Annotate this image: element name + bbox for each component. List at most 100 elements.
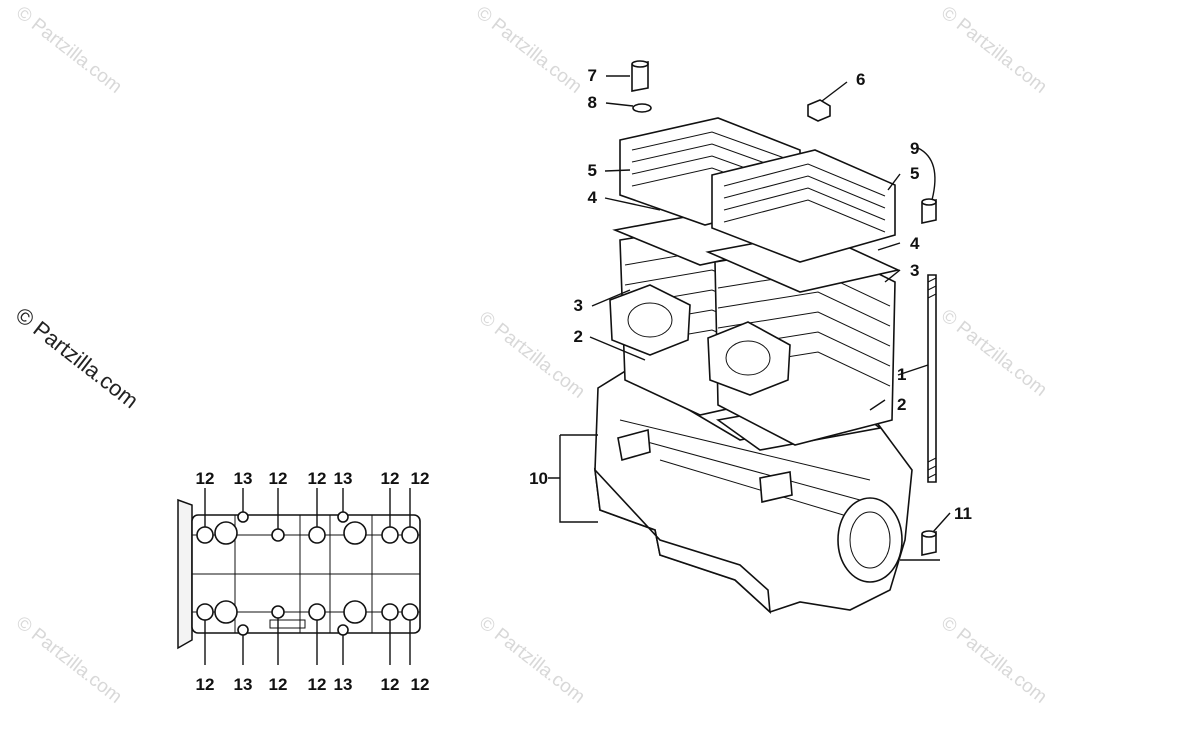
crankcase-main-bearing: [837, 497, 903, 583]
exhaust-port-rear: [609, 284, 691, 356]
leader-8: [605, 102, 634, 107]
cylinder-head-front: [711, 149, 896, 263]
callout-7: 7: [588, 66, 597, 85]
watermark-group: © Partzilla.com © Partzilla.com © Partzi…: [11, 2, 1051, 707]
plug-adapter-top: [631, 60, 649, 68]
crankcase-lower-face: [593, 467, 771, 614]
callout-4a: 4: [588, 188, 598, 207]
crankcase-bolt-pattern: 12 13 12 12 13 12 12 12 13 12 12 13 12 1…: [177, 469, 430, 694]
watermark-top-right: © Partzilla.com: [937, 2, 1051, 97]
bolt-label-top-1: 12: [196, 469, 215, 488]
bolt-label-bottom-6: 12: [381, 675, 400, 694]
watermark-bottom-center: © Partzilla.com: [475, 612, 589, 707]
bolt-label-bottom-2: 13: [234, 675, 253, 694]
bolt-label-top-7: 12: [411, 469, 430, 488]
watermark-middle-right: © Partzilla.com: [937, 305, 1051, 400]
stud-bottom-a: [237, 624, 249, 636]
callout-5b: 5: [910, 164, 919, 183]
watermark-main: © Partzilla.com: [11, 302, 143, 413]
leader-2b: [869, 399, 886, 411]
bolt-13-bottom-2: [343, 600, 367, 624]
exhaust-port-front: [707, 321, 791, 396]
head-rear-fins: [631, 131, 791, 197]
crankcase-stud-boss-right: [759, 471, 793, 503]
head-front-fins: [723, 163, 886, 233]
leader-2a: [589, 336, 646, 361]
bearing-bore: [849, 511, 891, 569]
watermark-top-center: © Partzilla.com: [472, 2, 586, 97]
bottom-leader-lines: [204, 618, 411, 665]
watermark-middle-center: © Partzilla.com: [475, 307, 589, 402]
callout-5a: 5: [588, 161, 597, 180]
bolt-label-top-6: 12: [381, 469, 400, 488]
dowel-pin-top: [921, 198, 937, 206]
bolt-13-top-2: [343, 521, 367, 545]
bolt-12-bottom-1: [196, 603, 214, 621]
stud-threads: [927, 277, 937, 479]
watermark-top-left: © Partzilla.com: [12, 2, 126, 97]
flange-left-edge: [177, 498, 193, 650]
bolt-label-bottom-1: 12: [196, 675, 215, 694]
plug-washer: [632, 103, 652, 113]
crankcase-ribs: [619, 419, 871, 521]
web-lines: [234, 515, 373, 633]
callout-11: 11: [954, 504, 972, 523]
rib-detail: [269, 619, 306, 629]
callout-9: 9: [910, 139, 919, 158]
callout-3a: 3: [574, 296, 583, 315]
bolt-label-bottom-4: 12: [308, 675, 327, 694]
leader-3b: [884, 269, 901, 283]
watermark-bottom-right: © Partzilla.com: [937, 612, 1051, 707]
bolt-12-top-3: [308, 526, 326, 544]
bolt-12-bottom-4: [381, 603, 399, 621]
callout-4b: 4: [910, 234, 920, 253]
engine-assembly: 7 8 6 5 5 4 4 3 3 2 2 1 9 10 11: [529, 60, 972, 614]
top-leader-lines: [204, 488, 411, 529]
bolt-label-top-2: 13: [234, 469, 253, 488]
exhaust-port-rear-bore: [627, 302, 673, 338]
bolt-12-top-1: [196, 526, 214, 544]
bolt-12-top-5: [401, 526, 419, 544]
head-nut: [807, 99, 831, 122]
callout-3b: 3: [910, 261, 919, 280]
leader-4b: [877, 242, 901, 251]
stud-top-b: [337, 511, 349, 523]
leader-1: [897, 364, 929, 376]
callout-10: 10: [529, 469, 548, 488]
bolt-12-bottom-3: [308, 603, 326, 621]
leader-9: [917, 147, 936, 201]
bolt-label-top-4: 12: [308, 469, 327, 488]
bolt-12-top-2: [271, 528, 285, 542]
bolt-12-bottom-2: [271, 605, 285, 619]
leader-3a: [591, 289, 631, 307]
watermark-bottom-left: © Partzilla.com: [12, 612, 126, 707]
leader-11: [932, 512, 951, 533]
leader-5b: [887, 173, 901, 191]
callout-8: 8: [588, 93, 597, 112]
leader-10-bracket: [548, 434, 598, 523]
bolt-label-bottom-5: 13: [334, 675, 353, 694]
bolt-13-bottom-1: [214, 600, 238, 624]
cylinder-stud: [927, 274, 937, 483]
bolt-label-top-5: 13: [334, 469, 353, 488]
stud-bottom-b: [337, 624, 349, 636]
bolt-13-top-1: [214, 521, 238, 545]
stud-top-a: [237, 511, 249, 523]
exhaust-port-front-bore: [725, 340, 771, 376]
callout-6: 6: [856, 70, 865, 89]
bolt-12-bottom-5: [401, 603, 419, 621]
leader-6: [821, 81, 848, 102]
bolt-12-top-4: [381, 526, 399, 544]
bolt-label-bottom-3: 12: [269, 675, 288, 694]
callout-1: 1: [897, 365, 906, 384]
bolt-label-top-3: 12: [269, 469, 288, 488]
bolt-label-bottom-7: 12: [411, 675, 430, 694]
callout-2b: 2: [897, 395, 906, 414]
leader-5a: [604, 169, 631, 172]
callout-2a: 2: [574, 327, 583, 346]
leader-4a: [604, 197, 661, 211]
dowel-pin-crankcase-top: [921, 530, 937, 538]
crankcase-stud-boss-left: [617, 428, 651, 462]
